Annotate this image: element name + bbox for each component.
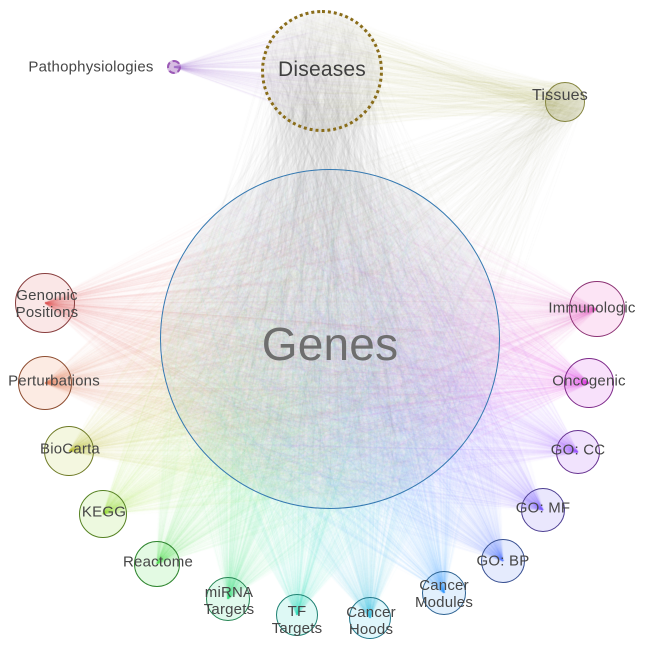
node-reactome[interactable]	[134, 541, 180, 587]
node-genomic-positions[interactable]	[15, 273, 75, 333]
node-genes[interactable]	[160, 169, 500, 509]
node-oncogenic[interactable]	[564, 358, 614, 408]
node-pathophysiologies[interactable]	[167, 60, 181, 74]
node-mirna-targets[interactable]	[206, 577, 250, 621]
node-kegg[interactable]	[79, 490, 127, 538]
node-cancer-modules[interactable]	[422, 571, 466, 615]
node-cancer-hoods[interactable]	[349, 597, 391, 639]
node-biocarta[interactable]	[44, 426, 94, 476]
node-go-cc[interactable]	[556, 430, 600, 474]
node-diseases[interactable]	[261, 10, 383, 132]
node-go-mf[interactable]	[521, 488, 565, 532]
node-immunologic[interactable]	[569, 281, 625, 337]
node-perturbations[interactable]	[18, 356, 72, 410]
node-tf-targets[interactable]	[276, 594, 318, 636]
node-tissues[interactable]	[545, 82, 585, 122]
node-go-bp[interactable]	[481, 539, 525, 583]
